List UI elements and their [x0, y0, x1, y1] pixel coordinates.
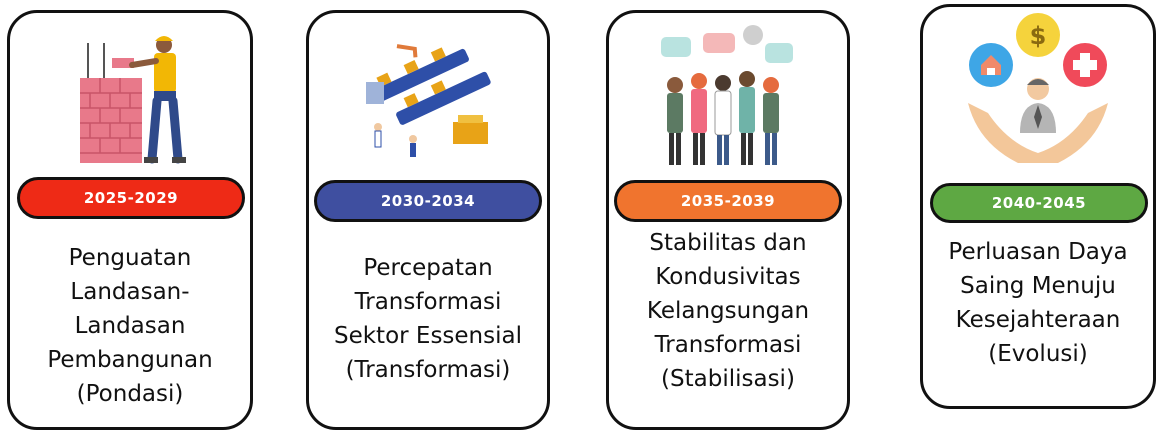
- phase-description: Perluasan Daya Saing Menuju Kesejahteraa…: [923, 235, 1153, 371]
- phase-description: Stabilitas dan Kondusivitas Kelangsungan…: [609, 226, 847, 396]
- phase-description: Percepatan Transformasi Sektor Essensial…: [309, 251, 547, 387]
- period-badge: 2035-2039: [614, 180, 842, 222]
- phase-card-1: 2025-2029 Penguatan Landasan- Landasan P…: [7, 10, 253, 430]
- description-line: Landasan: [74, 313, 186, 339]
- welfare-hands-icon: $: [923, 13, 1153, 173]
- period-badge: 2040-2045: [930, 183, 1148, 223]
- description-line: Saing Menuju: [960, 273, 1116, 299]
- description-line: Sektor Essensial: [333, 323, 522, 349]
- description-line: Perluasan Daya: [948, 239, 1128, 265]
- description-line: Transformasi: [654, 332, 802, 358]
- description-line: Kesejahteraan: [955, 307, 1121, 333]
- factory-automation-icon: [309, 27, 547, 162]
- description-line: Pembangunan: [47, 347, 213, 373]
- construction-worker-icon: [10, 23, 250, 168]
- phase-card-3: 2035-2039 Stabilitas dan Kondusivitas Ke…: [606, 10, 850, 430]
- period-badge: 2025-2029: [17, 177, 245, 219]
- description-line: Kondusivitas: [655, 264, 801, 290]
- period-badge: 2030-2034: [314, 180, 542, 222]
- description-line: Stabilitas dan: [649, 230, 807, 256]
- phase-description: Penguatan Landasan- Landasan Pembangunan…: [10, 241, 250, 411]
- description-line: (Evolusi): [988, 341, 1088, 367]
- description-line: Percepatan: [363, 255, 493, 281]
- svg-text:$: $: [1030, 22, 1047, 50]
- phase-card-2: 2030-2034 Percepatan Transformasi Sektor…: [306, 10, 550, 430]
- description-line: (Transformasi): [345, 357, 511, 383]
- community-discussion-icon: [609, 25, 847, 175]
- description-line: (Stabilisasi): [661, 366, 795, 392]
- description-line: Penguatan: [68, 245, 192, 271]
- description-line: Landasan-: [70, 279, 190, 305]
- description-line: (Pondasi): [76, 381, 184, 407]
- description-line: Kelangsungan: [646, 298, 810, 324]
- description-line: Transformasi: [354, 289, 502, 315]
- phase-card-4: $ 2040-2045 Perluasan Daya Saing Menuju …: [920, 4, 1156, 409]
